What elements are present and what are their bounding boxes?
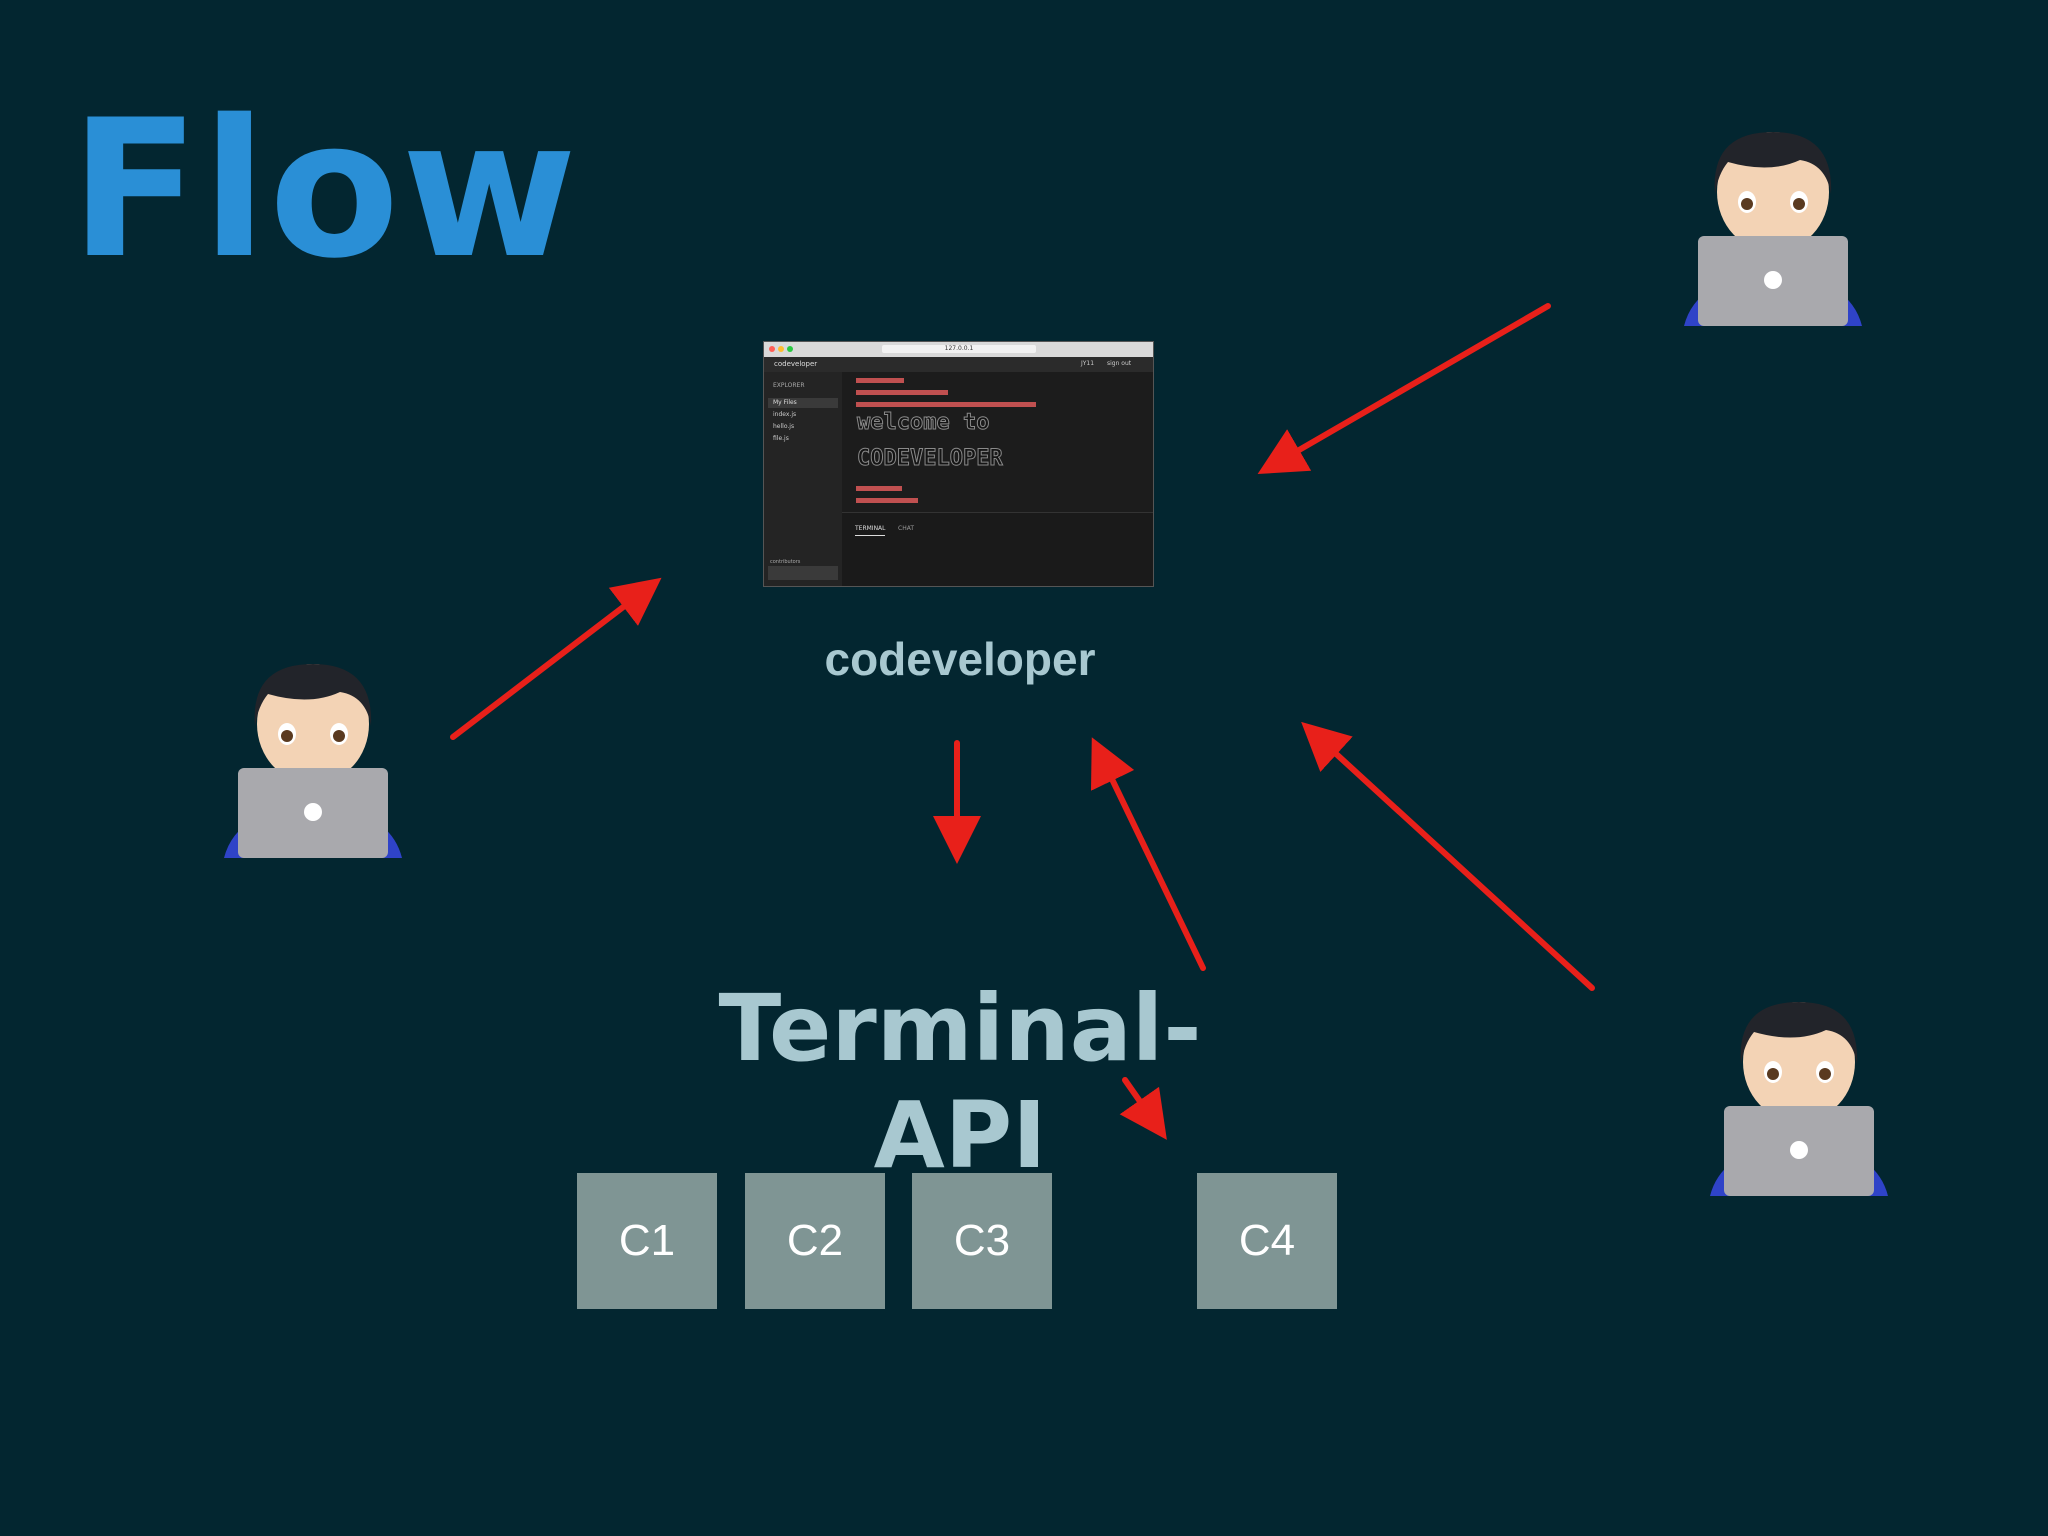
highlighted-line <box>856 498 918 503</box>
arrow-user3-to-app <box>1301 721 1595 991</box>
close-dot-icon <box>769 346 775 352</box>
file-item: index.js <box>773 411 797 418</box>
sign-out-link: sign out <box>1107 360 1132 367</box>
explorer-heading: EXPLORER <box>773 382 805 389</box>
developer-at-laptop-icon <box>1710 1002 1888 1196</box>
terminal-api-label: Terminal-API <box>718 975 1202 1189</box>
bottom-panel <box>842 512 1153 586</box>
container-c4: C4 <box>1197 1173 1337 1309</box>
app-header <box>764 357 1153 372</box>
developer-at-laptop-icon <box>1684 132 1862 326</box>
file-item: hello.js <box>773 423 795 430</box>
arrow-user1-to-app <box>1257 303 1551 475</box>
contributors-bar <box>768 566 838 580</box>
contributors-label: contributors <box>770 559 801 565</box>
app-brand: codeveloper <box>774 360 818 368</box>
container-c2: C2 <box>745 1173 885 1309</box>
tab-terminal: TERMINAL <box>855 525 886 532</box>
container-c3: C3 <box>912 1173 1052 1309</box>
highlighted-line <box>856 402 1036 407</box>
ascii-art-line: CODEVELOPER <box>857 446 1004 472</box>
file-item: file.js <box>773 435 789 442</box>
highlighted-line <box>856 486 902 491</box>
highlighted-line <box>856 390 948 395</box>
ascii-art-line: welcome to <box>856 410 990 436</box>
browser-url: 127.0.0.1 <box>882 345 1036 353</box>
app-user: JY11 <box>1081 360 1095 367</box>
developer-at-laptop-icon <box>224 664 402 858</box>
highlighted-line <box>856 378 904 383</box>
arrow-user2-to-app <box>450 577 662 740</box>
active-tab-underline <box>855 535 885 536</box>
maximize-dot-icon <box>787 346 793 352</box>
arrow-terminal-to-c4 <box>1119 1077 1167 1140</box>
codeveloper-screenshot: 127.0.0.1 codeveloper JY11 sign out EXPL… <box>763 341 1154 587</box>
page-title: Flow <box>70 79 579 300</box>
minimize-dot-icon <box>778 346 784 352</box>
codeveloper-label: codeveloper <box>824 633 1096 685</box>
my-files-row <box>768 398 838 408</box>
tab-chat: CHAT <box>898 525 915 532</box>
arrow-terminal-to-app <box>1091 737 1206 971</box>
my-files-label: My Files <box>773 399 797 406</box>
container-c1: C1 <box>577 1173 717 1309</box>
